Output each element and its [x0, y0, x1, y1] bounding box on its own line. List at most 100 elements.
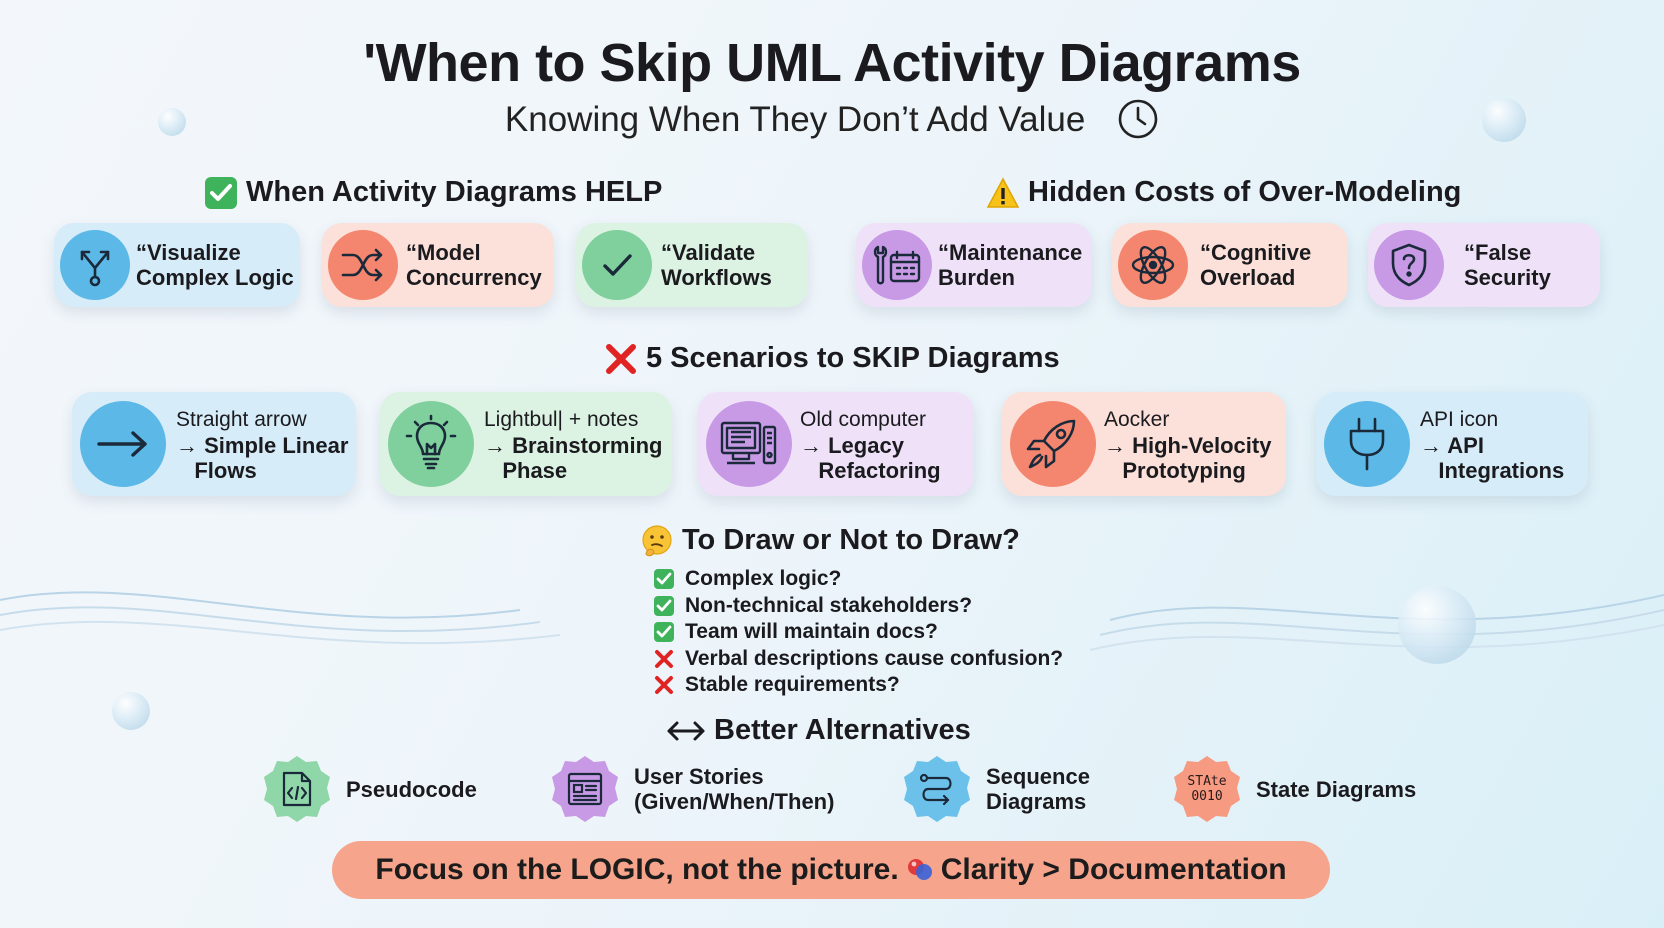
cost-card-label: “Cognitive Overload — [1200, 240, 1312, 290]
skip-card-linear: Straight arrow → Simple Linear Flows — [72, 392, 356, 496]
alternative-badge — [262, 754, 332, 824]
brain-icon — [1131, 246, 1175, 284]
state-badge-text-1: STAte — [1187, 774, 1227, 789]
rocket-icon — [1026, 419, 1076, 469]
thinking-face-icon — [642, 525, 672, 557]
help-card-icon-circle — [60, 230, 130, 300]
checklist-item: Complex logic? — [652, 566, 1063, 593]
decor-bubble — [1482, 98, 1526, 142]
page-title: 'When to Skip UML Activity Diagrams — [363, 33, 1301, 93]
cost-card-icon-circle — [1118, 230, 1188, 300]
skip-card-caption: Lightbul| + notes — [484, 408, 639, 431]
double-arrow-icon — [667, 721, 705, 741]
skip-card-api: API icon → API Integrations — [1316, 392, 1588, 496]
check-box-icon — [205, 177, 237, 210]
skip-card-caption: API icon — [1420, 408, 1499, 431]
help-card-label: “Model Concurrency — [406, 240, 542, 290]
state-badge-text-2: 0010 — [1191, 789, 1223, 804]
cross-icon — [652, 648, 676, 670]
skip-card-title: → Brainstorming Phase — [484, 433, 663, 483]
checklist-item-text: Verbal descriptions cause confusion? — [685, 646, 1064, 670]
arrow-right-icon — [97, 431, 147, 457]
cost-card-cognitive: “Cognitive Overload — [1112, 223, 1348, 307]
skip-section-heading: 5 Scenarios to SKIP Diagrams — [604, 342, 1060, 376]
skip-card-title: → High-Velocity Prototyping — [1104, 433, 1272, 483]
alternatives-section-heading: Better Alternatives — [666, 714, 971, 747]
plug-icon — [1349, 417, 1385, 471]
alternative-pseudocode: Pseudocode — [262, 754, 477, 824]
checklist-item: Verbal descriptions cause confusion? — [652, 646, 1063, 673]
cost-card-maintenance: “Maintenance Burden — [856, 223, 1092, 307]
page-subtitle: Knowing When They Don’t Add Value — [0, 99, 1664, 140]
shield-question-icon — [1391, 243, 1427, 287]
footer-text-1: Focus on the LOGIC, not the picture. — [375, 853, 899, 886]
decision-section-heading: To Draw or Not to Draw? — [640, 524, 1020, 558]
red-cross-icon — [606, 344, 636, 375]
check-box-icon — [652, 595, 676, 617]
gem-icon — [907, 859, 932, 880]
check-box-icon — [652, 621, 676, 643]
branch-icon — [80, 250, 110, 287]
skip-card-title: → Simple Linear Flows — [176, 433, 349, 483]
cost-card-label: “Maintenance Burden — [938, 240, 1083, 290]
shuffle-icon — [341, 248, 383, 282]
alternative-label: Sequence Diagrams — [986, 764, 1090, 814]
cost-card-icon-circle — [862, 230, 932, 300]
warning-icon — [986, 177, 1020, 209]
help-heading-text: When Activity Diagrams HELP — [246, 176, 663, 208]
skip-card-icon-circle — [1324, 401, 1410, 487]
decor-bubble — [112, 692, 150, 730]
help-card-label: “Validate Workflows — [661, 240, 772, 290]
alternative-badge: STAte 0010 — [1172, 754, 1242, 824]
alternative-label: Pseudocode — [346, 776, 477, 802]
costs-heading-text: Hidden Costs of Over-Modeling — [1028, 176, 1462, 208]
computer-icon — [720, 421, 777, 465]
checklist-item: Non-technical stakeholders? — [652, 593, 1063, 620]
help-card-validate: “Validate Workflows — [576, 223, 808, 307]
help-card-visualize: “Visualize Complex Logic — [54, 223, 300, 307]
decor-bubble — [158, 108, 186, 136]
checklist-item-text: Complex logic? — [685, 567, 842, 591]
alternative-badge — [550, 754, 620, 824]
code-file-icon — [282, 771, 312, 807]
cross-icon — [652, 674, 676, 696]
alternative-badge — [902, 754, 972, 824]
subtitle-text: Knowing When They Don’t Add Value — [504, 100, 1086, 139]
skip-card-caption: Aocker — [1104, 408, 1170, 431]
alternative-state-diagrams: STAte 0010 State Diagrams — [1172, 754, 1416, 824]
help-card-icon-circle — [328, 230, 398, 300]
checklist-item-text: Team will maintain docs? — [685, 620, 938, 644]
footer-banner: Focus on the LOGIC, not the picture. Cla… — [332, 841, 1330, 899]
help-card-concurrency: “Model Concurrency — [322, 223, 554, 307]
skip-card-title: → API Integrations — [1420, 433, 1565, 483]
help-card-label: “Visualize Complex Logic — [136, 240, 294, 290]
help-card-icon-circle — [582, 230, 652, 300]
decision-heading-text: To Draw or Not to Draw? — [682, 524, 1020, 556]
alternative-label: User Stories (Given/When/Then) — [634, 764, 835, 814]
checklist-item-text: Stable requirements? — [685, 673, 900, 697]
skip-card-prototyping: Aocker → High-Velocity Prototyping — [1002, 392, 1286, 496]
state-badge-icon: STAte 0010 — [1172, 774, 1242, 804]
skip-card-icon-circle — [706, 401, 792, 487]
skip-card-legacy: Old computer → Legacy Refactoring — [698, 392, 974, 496]
skip-card-icon-circle — [80, 401, 166, 487]
cost-card-false-security: “False Security — [1368, 223, 1600, 307]
checklist-item: Team will maintain docs? — [652, 619, 1063, 646]
lightbulb-icon — [405, 414, 457, 470]
costs-section-heading: Hidden Costs of Over-Modeling — [986, 176, 1461, 209]
background-waves — [0, 591, 1664, 651]
skip-card-caption: Old computer — [800, 408, 927, 431]
checklist-item-text: Non-technical stakeholders? — [685, 593, 973, 617]
alternatives-heading-text: Better Alternatives — [714, 714, 971, 746]
cost-card-icon-circle — [1374, 230, 1444, 300]
skip-card-icon-circle — [1010, 401, 1096, 487]
alternative-sequence: Sequence Diagrams — [902, 754, 1090, 824]
skip-card-title: → Legacy Refactoring — [800, 433, 941, 483]
checklist-item: Stable requirements? — [652, 672, 1063, 699]
cost-card-label: “False Security — [1464, 240, 1551, 290]
alternative-user-stories: User Stories (Given/When/Then) — [550, 754, 834, 824]
sequence-icon — [919, 773, 952, 806]
alternative-label: State Diagrams — [1256, 776, 1417, 802]
help-section-heading: When Activity Diagrams HELP — [204, 176, 662, 210]
skip-card-caption: Straight arrow — [176, 408, 307, 431]
